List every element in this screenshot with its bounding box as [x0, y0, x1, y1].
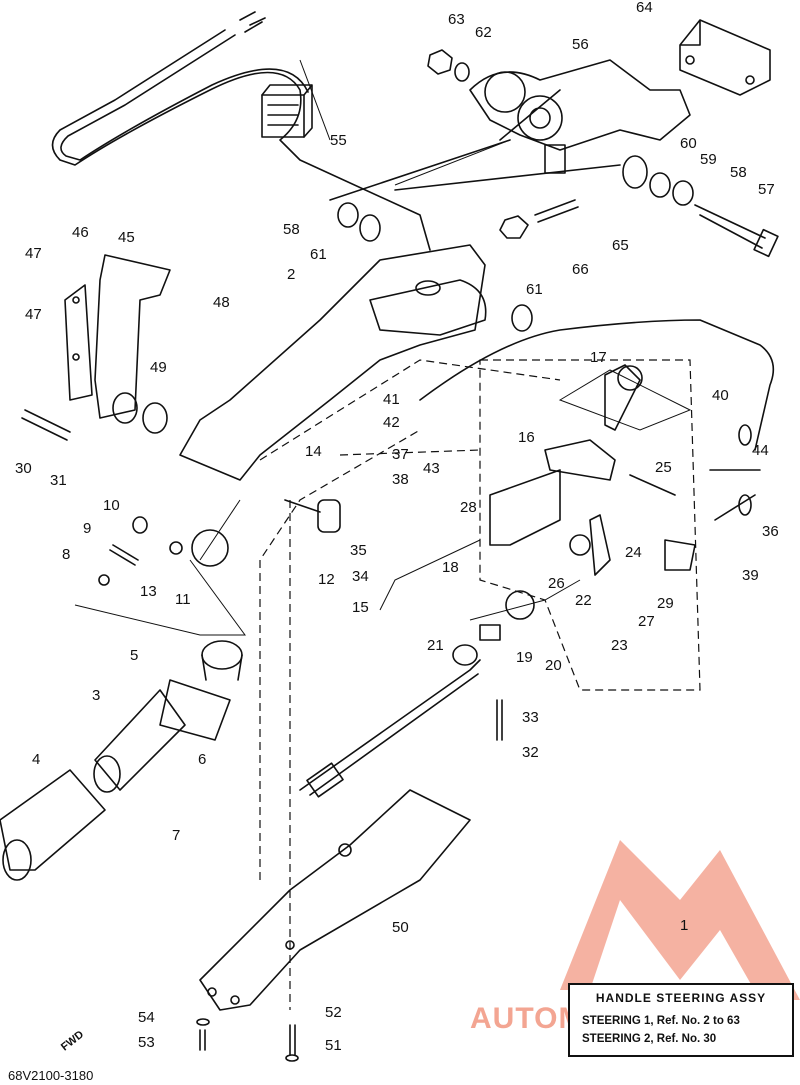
part-label-13: 13 — [140, 583, 157, 600]
part-label-43: 43 — [423, 460, 440, 477]
part-label-27: 27 — [638, 613, 655, 630]
part-label-9: 9 — [83, 520, 92, 537]
part-label-56: 56 — [572, 36, 589, 53]
part-label-44: 44 — [752, 442, 769, 459]
part-label-20: 20 — [545, 657, 562, 674]
part-label-42: 42 — [383, 414, 400, 431]
part-label-57: 57 — [758, 181, 775, 198]
document-id: 68V2100-3180 — [8, 1068, 94, 1083]
part-label-33: 33 — [522, 709, 539, 726]
part-label-37: 37 — [392, 446, 409, 463]
part-label-21: 21 — [427, 637, 444, 654]
part-label-28: 28 — [460, 499, 477, 516]
part-label-65: 65 — [612, 237, 629, 254]
part-label-18: 18 — [442, 559, 459, 576]
part-label-47: 47 — [25, 245, 42, 262]
part-label-54: 54 — [138, 1009, 155, 1026]
part-label-11: 11 — [175, 591, 191, 608]
part-label-2: 2 — [287, 266, 296, 283]
part-label-58: 58 — [730, 164, 747, 181]
part-label-16: 16 — [518, 429, 535, 446]
part-label-51: 51 — [325, 1037, 342, 1054]
part-label-38: 38 — [392, 471, 409, 488]
part-label-30: 30 — [15, 460, 32, 477]
part-label-17: 17 — [590, 349, 607, 366]
part-label-1: 1 — [680, 917, 689, 934]
part-label-52: 52 — [325, 1004, 342, 1021]
part-label-25: 25 — [655, 459, 672, 476]
part-label-4: 4 — [32, 751, 41, 768]
part-label-49: 49 — [150, 359, 167, 376]
part-label-3: 3 — [92, 687, 101, 704]
legend-line-1: STEERING 1, Ref. No. 2 to 63 — [582, 1015, 740, 1027]
part-label-14: 14 — [305, 443, 322, 460]
legend-line-2: STEERING 2, Ref. No. 30 — [582, 1033, 717, 1045]
part-label-55: 55 — [330, 132, 347, 149]
part-label-7: 7 — [172, 827, 181, 844]
part-label-47b: 47 — [25, 306, 42, 323]
legend-title: HANDLE STEERING ASSY — [595, 991, 767, 1005]
part-label-36: 36 — [762, 523, 779, 540]
part-label-12: 12 — [318, 571, 335, 588]
part-label-19: 19 — [516, 649, 533, 666]
part-label-40: 40 — [712, 387, 729, 404]
part-label-60: 60 — [680, 135, 697, 152]
part-label-15: 15 — [352, 599, 369, 616]
part-label-66: 66 — [572, 261, 589, 278]
part-label-58b: 58 — [283, 221, 300, 238]
part-label-62: 62 — [475, 24, 492, 41]
part-label-10: 10 — [103, 497, 120, 514]
part-label-59: 59 — [700, 151, 717, 168]
part-label-29: 29 — [657, 595, 674, 612]
part-label-23: 23 — [611, 637, 628, 654]
part-label-61b: 61 — [526, 281, 543, 298]
part-label-46: 46 — [72, 224, 89, 241]
part-label-5: 5 — [130, 647, 139, 664]
legend-box: HANDLE STEERING ASSY STEERING 1, Ref. No… — [568, 983, 794, 1057]
part-label-6: 6 — [198, 751, 207, 768]
part-label-22: 22 — [575, 592, 592, 609]
part-label-31: 31 — [50, 472, 67, 489]
part-label-32: 32 — [522, 744, 539, 761]
part-label-61: 61 — [310, 246, 327, 263]
watermark-logo — [560, 840, 800, 1000]
part-label-34: 34 — [352, 568, 369, 585]
part-label-63: 63 — [448, 11, 465, 28]
part-label-26: 26 — [548, 575, 565, 592]
part-label-24: 24 — [625, 544, 642, 561]
part-label-35: 35 — [350, 542, 367, 559]
part-label-39: 39 — [742, 567, 759, 584]
part-label-45: 45 — [118, 229, 135, 246]
part-label-50: 50 — [392, 919, 409, 936]
part-label-8: 8 — [62, 546, 71, 563]
part-label-53: 53 — [138, 1034, 155, 1051]
part-label-41: 41 — [383, 391, 400, 408]
part-label-48: 48 — [213, 294, 230, 311]
part-label-64: 64 — [636, 0, 653, 16]
